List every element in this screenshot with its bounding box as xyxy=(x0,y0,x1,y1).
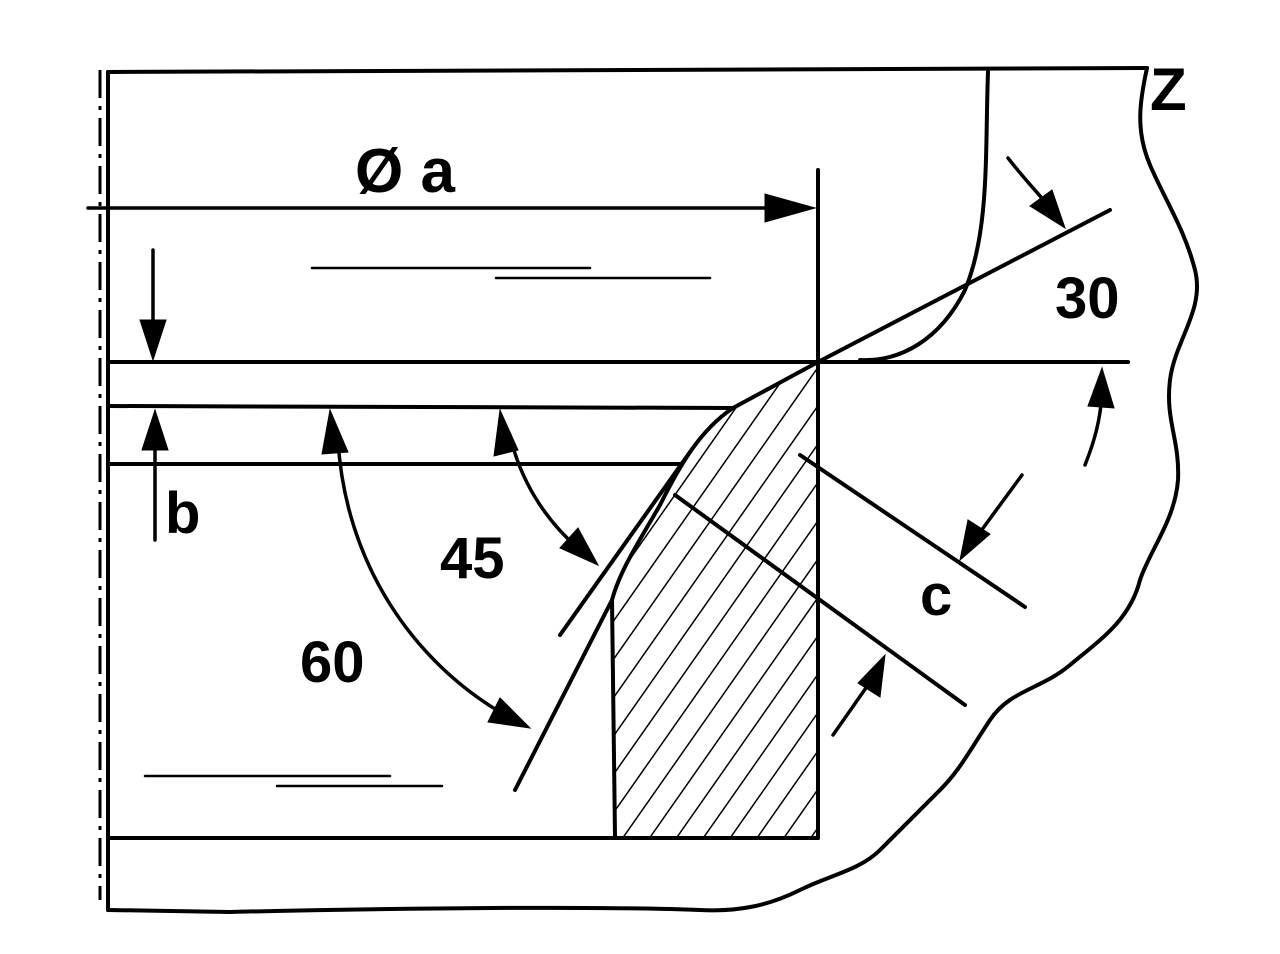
dimension-a xyxy=(86,193,817,223)
angle-60-label: 60 xyxy=(300,630,365,695)
groove-lines xyxy=(513,70,1112,792)
b-label: b xyxy=(165,481,200,546)
angle-60-arc xyxy=(321,408,532,729)
angle-45-arc xyxy=(493,408,600,567)
dimension-b xyxy=(139,248,169,542)
dimension-c-lines xyxy=(673,453,1027,707)
c-label: c xyxy=(920,563,952,628)
diameter-label: Ø a xyxy=(355,137,455,206)
weld-hatch xyxy=(610,360,820,838)
outer-frame xyxy=(106,66,1149,914)
angle-30-arc xyxy=(1006,156,1115,467)
break-line xyxy=(228,66,1199,914)
dimension-c-arrows xyxy=(831,473,1024,737)
surface-marks xyxy=(143,266,712,788)
plate-lines xyxy=(106,360,1130,840)
angle-45-label: 45 xyxy=(440,526,505,591)
z-label: Z xyxy=(1150,56,1187,123)
angle-30-label: 30 xyxy=(1055,266,1120,331)
